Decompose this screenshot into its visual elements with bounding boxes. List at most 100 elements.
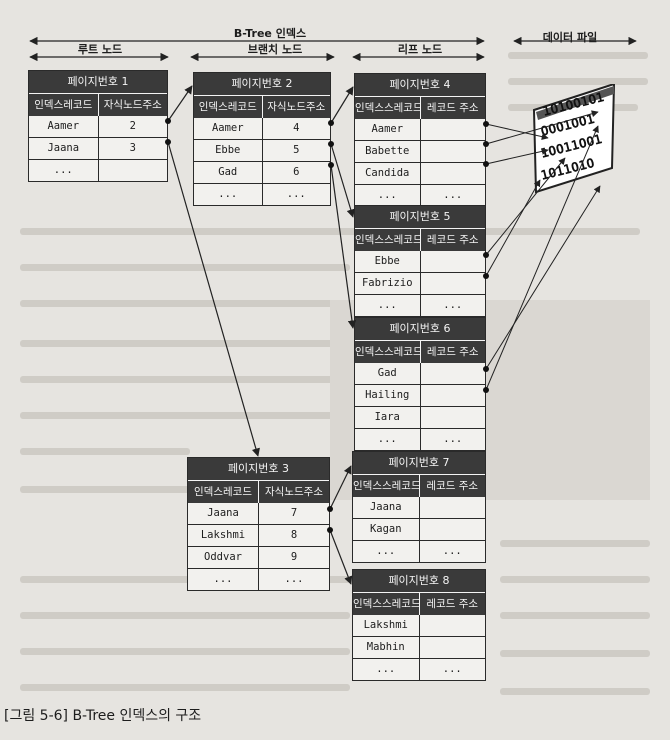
- index-key: ...: [353, 541, 420, 562]
- table-row: Mabhin: [353, 636, 485, 658]
- column-index-record: 인덱스레코드: [29, 94, 99, 116]
- table-row: Gad 6: [194, 161, 330, 183]
- node-title: 페이지번호 6: [355, 318, 485, 341]
- column-child-address: 자식노드주소: [103, 99, 162, 111]
- root-node-page-1: 페이지번호 1 인덱스레코드 자식노드주소 Aamer 2 Jaana 3 ..…: [28, 70, 168, 182]
- index-key: Gad: [194, 162, 263, 183]
- record-pointer: [421, 163, 486, 184]
- record-pointer: [421, 251, 486, 272]
- pointer-page-3-to-page-8: [329, 529, 353, 585]
- pointer-page-3-to-page-7: [329, 465, 352, 510]
- data-file-range-label: 데이터 파일: [542, 31, 598, 44]
- table-row: Candida: [355, 162, 485, 184]
- table-row: Ebbe 5: [194, 139, 330, 161]
- column-record-address: 레코드 주소: [426, 234, 479, 246]
- record-pointer: [421, 407, 486, 428]
- index-key: Lakshmi: [353, 615, 420, 636]
- column-child-address: 자식노드주소: [267, 101, 326, 113]
- node-column-header: 인덱스레코드 자식노드주소: [29, 94, 167, 116]
- record-pointer: ...: [443, 189, 463, 201]
- index-key: Iara: [355, 407, 421, 428]
- record-pointer: [420, 615, 486, 636]
- leaf-node-page-5: 페이지번호 5 인덱스스레코드 레코드 주소 Ebbe Fabrizio ...…: [354, 205, 486, 317]
- column-index-record: 인덱스레코드: [194, 96, 263, 118]
- table-row: ... ...: [194, 183, 330, 205]
- node-title: 페이지번호 7: [353, 452, 485, 475]
- index-key: ...: [188, 569, 259, 590]
- index-key: ...: [355, 429, 421, 450]
- column-record-address: 레코드 주소: [426, 480, 479, 492]
- record-pointer: [421, 363, 486, 384]
- node-title: 페이지번호 5: [355, 206, 485, 229]
- leaf-node-page-4: 페이지번호 4 인덱스스레코드 레코드 주소 Aamer Babette Can…: [354, 73, 486, 207]
- record-pointer: ...: [443, 299, 463, 311]
- figure-caption: [그림 5-6] B-Tree 인덱스의 구조: [4, 708, 202, 724]
- leaf-node-page-8: 페이지번호 8 인덱스스레코드 레코드 주소 Lakshmi Mabhin ..…: [352, 569, 486, 681]
- pointer-page-2-to-page-4: [330, 86, 354, 124]
- record-pointer: [421, 273, 486, 294]
- table-row: ... ...: [355, 294, 485, 316]
- root-node-range-label: 루트 노드: [77, 43, 123, 56]
- child-pointer: 9: [290, 551, 298, 563]
- table-row: ...: [29, 159, 167, 181]
- table-row: ... ...: [355, 428, 485, 450]
- column-index-record: 인덱스스레코드: [353, 593, 420, 615]
- table-row: Aamer 4: [194, 118, 330, 139]
- index-key: Aamer: [29, 116, 99, 137]
- index-key: Oddvar: [188, 547, 259, 568]
- record-pointer: [421, 141, 486, 162]
- table-row: Hailing: [355, 384, 485, 406]
- child-pointer: 2: [129, 120, 136, 132]
- column-index-record: 인덱스스레코드: [355, 341, 421, 363]
- node-column-header: 인덱스레코드 자식노드주소: [188, 481, 329, 503]
- child-pointer: 7: [290, 507, 298, 519]
- table-row: Aamer: [355, 119, 485, 140]
- child-pointer: ...: [284, 573, 304, 585]
- pointer-root-to-page-2: [167, 85, 193, 122]
- node-column-header: 인덱스스레코드 레코드 주소: [355, 341, 485, 363]
- column-record-address: 레코드 주소: [426, 102, 479, 114]
- index-key: ...: [355, 185, 421, 206]
- child-pointer: 3: [129, 142, 136, 154]
- column-index-record: 인덱스레코드: [188, 481, 259, 503]
- node-title: 페이지번호 2: [194, 73, 330, 96]
- index-key: Ebbe: [194, 140, 263, 161]
- node-title: 페이지번호 3: [188, 458, 329, 481]
- table-row: ... ...: [353, 540, 485, 562]
- child-pointer: [99, 160, 168, 181]
- record-pointer: [420, 497, 486, 518]
- node-column-header: 인덱스스레코드 레코드 주소: [355, 229, 485, 251]
- record-pointer: ...: [442, 545, 462, 557]
- column-child-address: 자식노드주소: [265, 486, 323, 498]
- btree-index-range-label: B-Tree 인덱스: [233, 27, 307, 40]
- table-row: ... ...: [353, 658, 485, 680]
- pointer-page-2-to-page-5: [330, 143, 355, 218]
- index-key: Gad: [355, 363, 421, 384]
- column-record-address: 레코드 주소: [426, 598, 479, 610]
- index-key: Candida: [355, 163, 421, 184]
- table-row: ... ...: [188, 568, 329, 590]
- branch-node-range-label: 브랜치 노드: [247, 43, 303, 56]
- column-index-record: 인덱스스레코드: [355, 229, 421, 251]
- record-pointer: [420, 519, 486, 540]
- node-title: 페이지번호 4: [355, 74, 485, 97]
- child-pointer: 6: [293, 166, 300, 178]
- record-pointer: ...: [443, 433, 463, 445]
- branch-node-page-2: 페이지번호 2 인덱스레코드 자식노드주소 Aamer 4 Ebbe 5 Gad…: [193, 72, 331, 206]
- leaf-node-page-6: 페이지번호 6 인덱스스레코드 레코드 주소 Gad Hailing Iara …: [354, 317, 486, 451]
- node-title: 페이지번호 1: [29, 71, 167, 94]
- index-key: Aamer: [355, 119, 421, 140]
- index-key: Hailing: [355, 385, 421, 406]
- index-key: Babette: [355, 141, 421, 162]
- index-key: Fabrizio: [355, 273, 421, 294]
- table-row: Oddvar 9: [188, 546, 329, 568]
- table-row: Jaana 3: [29, 137, 167, 159]
- node-column-header: 인덱스스레코드 레코드 주소: [353, 593, 485, 615]
- leaf-node-page-7: 페이지번호 7 인덱스스레코드 레코드 주소 Jaana Kagan ... .…: [352, 451, 486, 563]
- column-index-record: 인덱스스레코드: [355, 97, 421, 119]
- record-pointer: [421, 119, 486, 140]
- child-pointer: 5: [293, 144, 300, 156]
- data-file-icon: 1O1OO1O1 OOO1OO1 1OO11OO1 1O11O1O: [532, 84, 616, 194]
- pointer-page-2-to-page-6: [330, 164, 357, 329]
- table-row: Ebbe: [355, 251, 485, 272]
